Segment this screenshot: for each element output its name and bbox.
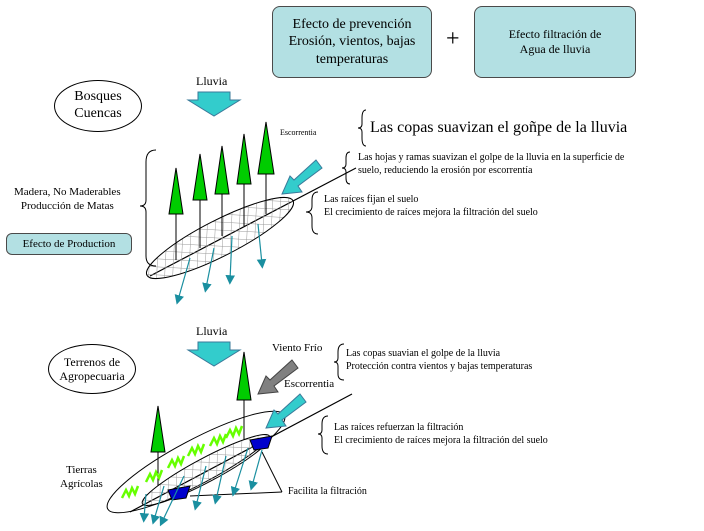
agro-canopy-text: Las copas suavian el golpe de la lluvia … (346, 348, 533, 372)
agro-farmland-label: Tierras Agrícolas (60, 464, 103, 490)
agro-filtration-label: Facilita la filtración (288, 486, 367, 497)
filtration-effect-text: Efecto filtración de Agua de lluvia (508, 27, 602, 56)
forest-root-zone (145, 196, 295, 280)
forest-filtration-arrows (174, 223, 267, 305)
forest-canopy-bracket (357, 109, 367, 147)
agro-crops (120, 424, 244, 500)
filtration-effect-box: Efecto filtración de Agua de lluvia (474, 6, 636, 78)
agro-trees (150, 351, 252, 486)
prevention-effect-box: Efecto de prevención Erosión, vientos, b… (272, 6, 432, 78)
forest-runoff-label: Escorrentia (280, 128, 317, 137)
agro-wind-arrow (257, 359, 299, 395)
agro-wind-label: Viento Frío (272, 342, 323, 354)
forest-canopy-text: Las copas suavizan el goñpe de la lluvia (370, 119, 628, 136)
forest-trees (168, 121, 275, 260)
production-effect-box: Efecto de Production (6, 233, 132, 255)
agro-roots-text: Las raíces refuerzan la filtración El cr… (334, 422, 548, 446)
prevention-effect-text: Efecto de prevención Erosión, vientos, b… (288, 16, 416, 67)
agro-pit-upper (249, 435, 273, 451)
forest-rain-arrow (186, 91, 242, 117)
forest-runoff-arrow (281, 159, 323, 195)
agro-rain-label: Lluvia (196, 324, 228, 338)
production-effect-text: Efecto de Production (22, 238, 116, 250)
plus-sign: + (446, 26, 460, 52)
forest-left-bracket (139, 149, 157, 267)
forest-roots-text: Las raíces fijan el suelo El crecimiento… (324, 194, 538, 218)
agro-oval-label: Terrenos de Agropecuaria (48, 344, 136, 394)
forest-leaves-bracket (341, 151, 351, 185)
forest-leaves-text: Las hojas y ramas suavizan el golpe de l… (358, 152, 625, 176)
agro-rain-arrow (186, 341, 242, 367)
forest-roots-bracket (305, 191, 319, 235)
forest-oval-label: Bosques Cuencas (54, 80, 142, 132)
agro-canopy-bracket (333, 343, 345, 381)
agro-roots-bracket (317, 415, 329, 455)
agro-filtration-pointer-2 (189, 491, 283, 497)
forest-timber-text: Madera, No Maderables Producción de Mata… (14, 186, 121, 212)
agro-filtration-pointer-1 (261, 451, 283, 493)
agro-runoff-arrow (265, 393, 307, 429)
agro-runoff-label: Escorrentia (284, 378, 335, 390)
agro-filtration-arrows (139, 447, 263, 527)
forest-rain-label: Lluvia (196, 74, 228, 88)
agro-pit-lower (167, 485, 191, 501)
